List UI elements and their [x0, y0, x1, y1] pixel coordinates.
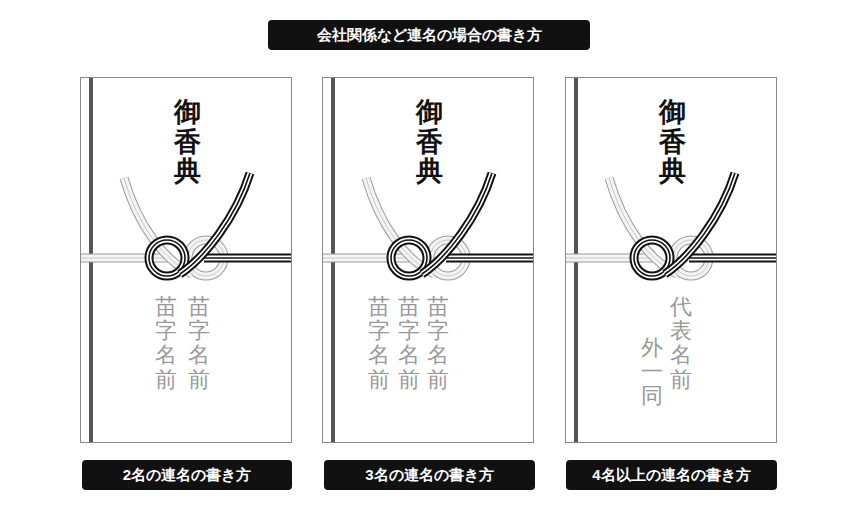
giver-name: 苗字 名前 — [368, 295, 390, 392]
giver-name: 苗字 名前 — [155, 295, 177, 392]
caption-text: 4名以上の連名の書き方 — [592, 466, 750, 485]
text-slot: 御香典 — [174, 98, 201, 187]
text-slot: 代表名前 — [670, 295, 692, 392]
text-slot: 苗字 名前 — [155, 295, 177, 392]
caption-tag: 3名の連名の書き方 — [324, 460, 535, 490]
caption-text: 2名の連名の書き方 — [123, 466, 251, 485]
text-slot: 苗字 名前 — [368, 295, 390, 392]
mizuhiki-knot — [323, 78, 533, 442]
text-slot: 苗字 名前 — [188, 295, 210, 392]
giver-name: 外一同 — [641, 336, 663, 409]
giver-name: 代表名前 — [670, 295, 692, 392]
text-slot: 外一同 — [641, 336, 663, 409]
title-bar: 会社関係など連名の場合の書き方 — [268, 20, 590, 50]
offering-title: 御香典 — [659, 98, 686, 187]
text-slot: 御香典 — [659, 98, 686, 187]
title-text: 会社関係など連名の場合の書き方 — [317, 26, 542, 45]
giver-name: 苗字 名前 — [188, 295, 210, 392]
caption-tag: 2名の連名の書き方 — [82, 460, 292, 490]
text-slot: 苗字 名前 — [398, 295, 420, 392]
text-slot: 御香典 — [416, 98, 443, 187]
mizuhiki-knot — [566, 78, 776, 442]
offering-title: 御香典 — [416, 98, 443, 187]
text-slot: 苗字 名前 — [427, 295, 449, 392]
envelope: 御香典苗字 名前苗字 名前苗字 名前 — [322, 77, 534, 443]
mizuhiki-knot — [81, 78, 291, 442]
caption-text: 3名の連名の書き方 — [365, 466, 493, 485]
offering-title: 御香典 — [174, 98, 201, 187]
envelope: 御香典苗字 名前苗字 名前 — [80, 77, 292, 443]
envelope: 御香典代表名前外一同 — [565, 77, 777, 443]
caption-tag: 4名以上の連名の書き方 — [566, 460, 777, 490]
giver-name: 苗字 名前 — [427, 295, 449, 392]
giver-name: 苗字 名前 — [398, 295, 420, 392]
